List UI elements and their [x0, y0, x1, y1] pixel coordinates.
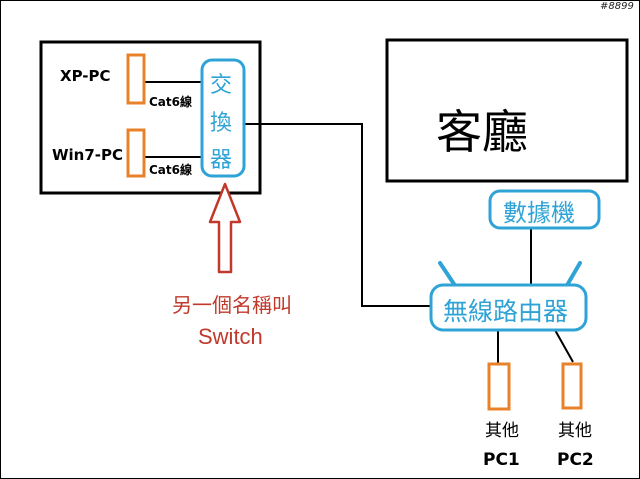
switch-label-char-2: 換: [210, 111, 233, 136]
router-to-pc2-cable: [554, 329, 574, 363]
other-pc2-label-line2: PC2: [557, 450, 594, 470]
router-antenna-left: [438, 261, 458, 289]
watermark: #8899: [600, 1, 634, 12]
switch-note-line1: 另一個名稱叫: [172, 293, 292, 317]
arrow-icon: [208, 182, 242, 274]
win7-pc-label: Win7-PC: [52, 146, 124, 164]
living-room-box: [385, 38, 629, 183]
other-pc1-label-line1: 其他: [485, 421, 519, 441]
switch-box: [200, 58, 246, 178]
switch-note-line2: Switch: [198, 324, 263, 349]
other-pc2-label-line1: 其他: [558, 421, 592, 441]
xp-pc-icon: [126, 53, 146, 105]
other-pc1-label-line2: PC1: [483, 450, 520, 470]
modem-box: [488, 189, 601, 230]
modem-label: 數據機: [503, 199, 575, 227]
room-box: [39, 40, 262, 195]
switch-label-char-3: 器: [210, 148, 233, 173]
living-room-label: 客廳: [436, 105, 528, 159]
other-pc2-icon: [561, 362, 583, 410]
router-antenna-right: [564, 261, 582, 289]
win7-pc-icon: [126, 128, 146, 178]
cable-label-1: Cat6線: [149, 95, 192, 109]
switch-label-char-1: 交: [210, 73, 233, 98]
xp-pc-label: XP-PC: [60, 67, 111, 85]
cable-label-2: Cat6線: [149, 163, 192, 177]
router-box: [429, 283, 588, 332]
router-label: 無線路由器: [443, 297, 569, 326]
other-pc1-icon: [487, 362, 511, 411]
switch-to-router-cable: [244, 123, 432, 307]
